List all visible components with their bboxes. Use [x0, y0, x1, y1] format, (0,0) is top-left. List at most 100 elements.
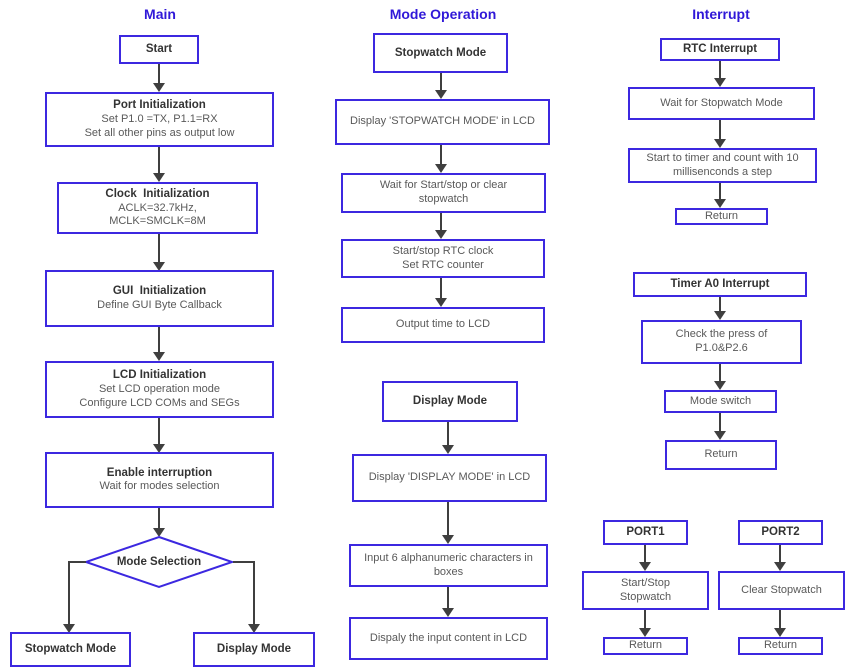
arrow-head-icon	[153, 173, 165, 182]
column-title-mode-operation: Mode Operation	[389, 6, 497, 22]
arrow-head-icon	[442, 608, 454, 617]
arrow-line	[447, 422, 449, 445]
arrow-line	[440, 278, 442, 298]
arrow-head-icon	[63, 624, 75, 633]
arrow-line	[440, 213, 442, 230]
arrow-line	[719, 183, 721, 199]
column-title-main: Main	[144, 6, 176, 22]
node-line: Stopwatch	[619, 590, 672, 603]
node-line: Return	[704, 448, 738, 461]
arrow-line	[440, 73, 442, 90]
node-line: Set P1.0 =TX, P1.1=RX	[101, 113, 218, 125]
arrow-head-icon	[435, 90, 447, 99]
arrow-line	[644, 545, 646, 562]
node-clear-stopwatch: Clear Stopwatch	[718, 571, 845, 610]
node-line: Clear Stopwatch	[741, 583, 822, 596]
node-port1-header: PORT1	[603, 520, 688, 545]
node-gui-initialization: GUI Initialization Define GUI Byte Callb…	[45, 270, 274, 327]
node-port2-header: PORT2	[738, 520, 823, 545]
node-start-stop-stopwatch: Start/Stop Stopwatch	[582, 571, 709, 610]
node-line: stopwatch	[418, 193, 469, 205]
node-start-stop-rtc: Start/stop RTC clock Set RTC counter	[341, 239, 545, 278]
arrow-head-icon	[153, 352, 165, 361]
node-timer-a0-interrupt-header: Timer A0 Interrupt	[633, 272, 807, 297]
node-line: Display 'DISPLAY MODE' in LCD	[368, 471, 531, 484]
arrow-head-icon	[435, 230, 447, 239]
arrow-head-icon	[714, 78, 726, 87]
arrow-head-icon	[435, 164, 447, 173]
node-title: Enable interruption	[106, 466, 213, 479]
node-display-stopwatch-lcd: Display 'STOPWATCH MODE' in LCD	[335, 99, 550, 145]
arrow-line	[719, 297, 721, 311]
arrow-line	[447, 587, 449, 608]
node-line: P1.0&P2.6	[695, 342, 748, 354]
arrow-line	[719, 413, 721, 431]
arrow-line	[644, 610, 646, 628]
arrow-line	[233, 561, 255, 563]
arrow-line	[253, 561, 255, 624]
node-title: Stopwatch Mode	[394, 46, 487, 59]
arrow-head-icon	[714, 381, 726, 390]
node-stopwatch-mode-branch: Stopwatch Mode	[10, 632, 131, 667]
arrow-line	[447, 502, 449, 535]
node-line: Return	[628, 639, 663, 652]
node-title: Port Initialization	[113, 99, 206, 112]
node-mode-switch: Mode switch	[664, 390, 777, 413]
arrow-line	[440, 145, 442, 164]
node-line: Wait for Stopwatch Mode	[660, 96, 783, 109]
node-display-input-content: Dispaly the input content in LCD	[349, 617, 548, 660]
node-enable-interruption: Enable interruption Wait for modes selec…	[45, 452, 274, 508]
arrow-line	[158, 508, 160, 528]
column-title-interrupt: Interrupt	[692, 6, 750, 22]
arrow-head-icon	[442, 445, 454, 454]
node-rtc-interrupt-header: RTC Interrupt	[660, 38, 780, 61]
node-port2-return: Return	[738, 637, 823, 655]
arrow-line	[779, 610, 781, 628]
arrow-line	[779, 545, 781, 562]
node-input-six-characters: Input 6 alphanumeric characters in boxes	[349, 544, 548, 587]
arrow-line	[158, 327, 160, 352]
node-line: Set RTC counter	[402, 258, 484, 271]
node-start: Start	[119, 35, 199, 64]
node-title: RTC Interrupt	[682, 43, 758, 56]
node-line: MCLK=SMCLK=8M	[109, 215, 206, 228]
node-wait-start-stop-clear: Wait for Start/stop or clear stopwatch	[341, 173, 546, 213]
node-title: Timer A0 Interrupt	[670, 278, 770, 291]
arrow-head-icon	[714, 431, 726, 440]
arrow-head-icon	[435, 298, 447, 307]
node-line: Start/Stop	[621, 576, 670, 589]
arrow-head-icon	[639, 562, 651, 571]
node-title: Display Mode	[216, 643, 292, 656]
node-rtc-return: Return	[675, 208, 768, 225]
arrow-line	[719, 364, 721, 381]
arrow-line	[158, 147, 160, 173]
node-check-press: Check the press of P1.0&P2.6	[641, 320, 802, 364]
node-line: Configure LCD COMs and SEGs	[79, 396, 240, 409]
node-start-label: Start	[145, 43, 173, 56]
arrow-head-icon	[774, 562, 786, 571]
node-line: Mode switch	[689, 394, 752, 407]
node-line: ACLK=32.7kHz,	[118, 201, 197, 214]
arrow-line	[158, 234, 160, 262]
node-title: Stopwatch Mode	[24, 643, 117, 656]
node-line: Output time to LCD	[395, 318, 491, 331]
node-line: Set all other pins as output low	[84, 126, 235, 139]
node-display-mode-branch: Display Mode	[193, 632, 315, 667]
arrow-head-icon	[774, 628, 786, 637]
node-title: GUI Initialization	[112, 285, 207, 298]
node-line: Start to timer and count with 10	[646, 151, 799, 164]
node-line: Wait for Start/stop or clear	[379, 179, 508, 192]
decision-diamond-shape	[84, 535, 234, 589]
decision-mode-selection-label: Mode Selection	[116, 556, 202, 568]
node-title: Display Mode	[412, 395, 488, 408]
node-line: Set LCD operation mode	[98, 383, 221, 395]
node-line: Return	[704, 209, 739, 222]
node-clock-initialization: Clock Initialization ACLK=32.7kHz, MCLK=…	[57, 182, 258, 234]
arrow-head-icon	[714, 199, 726, 208]
node-line: millisenconds a step	[672, 165, 773, 178]
node-title: Clock Initialization	[105, 187, 210, 200]
node-line: Define GUI Byte Callback	[97, 298, 222, 311]
node-line: Check the press of	[675, 328, 768, 341]
node-output-time-lcd: Output time to LCD	[341, 307, 545, 343]
